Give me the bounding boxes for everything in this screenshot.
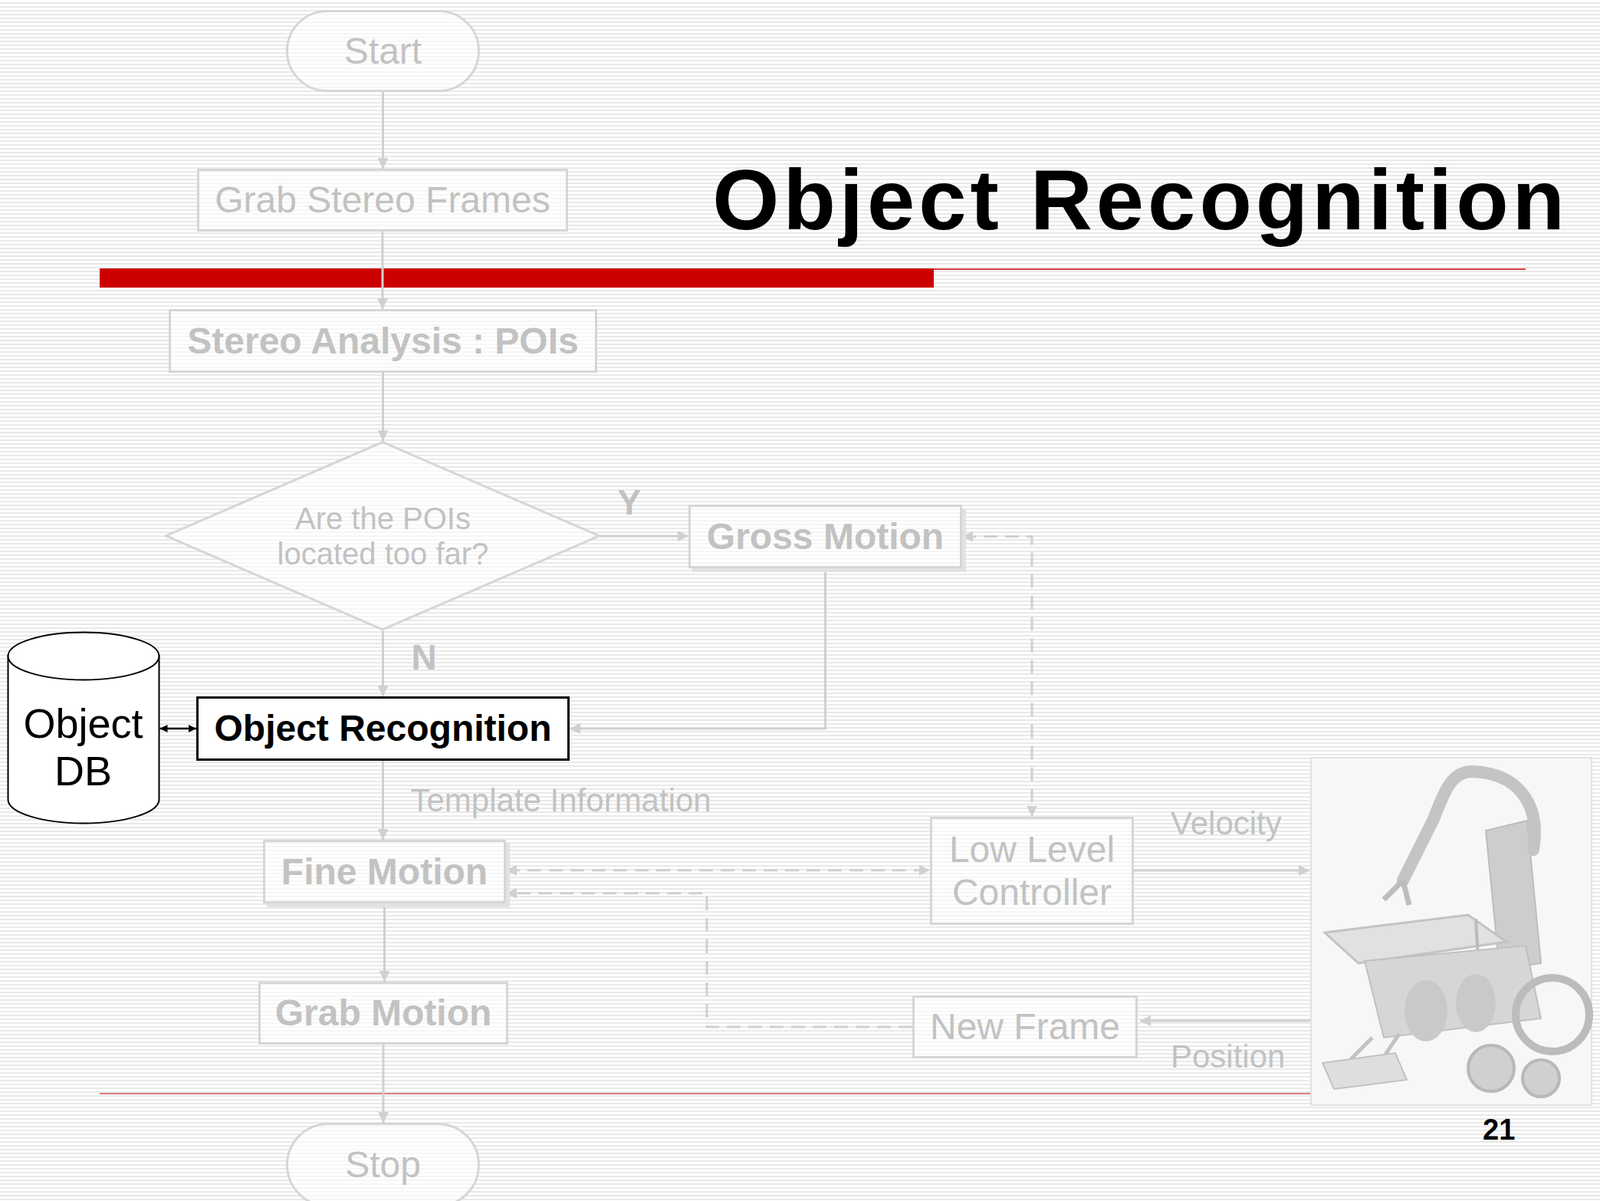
edge-label: Y bbox=[617, 482, 642, 523]
dashed-connector bbox=[505, 868, 930, 871]
flow-arrow bbox=[381, 1044, 385, 1123]
process-box: Grab Motion bbox=[258, 981, 510, 1045]
node-text: Stereo Analysis : POIs bbox=[187, 319, 579, 362]
node-text: Are the POIs located too far? bbox=[267, 500, 498, 572]
signal-arrow bbox=[1140, 1019, 1311, 1022]
title-rule bbox=[933, 268, 1526, 270]
dashed-connector bbox=[962, 536, 1032, 818]
flow-arrow bbox=[381, 231, 385, 309]
terminal-pill: Stop bbox=[285, 1122, 480, 1201]
robot-wheelchair-photo bbox=[1310, 757, 1592, 1105]
signal-label: Velocity bbox=[1170, 804, 1282, 842]
signal-arrow bbox=[1133, 869, 1310, 872]
node-text: New Frame bbox=[929, 1005, 1121, 1048]
terminal-pill: Start bbox=[285, 9, 480, 92]
signal-label: Position bbox=[1170, 1038, 1285, 1075]
dashed-connector bbox=[505, 893, 913, 1027]
process-box: Fine Motion bbox=[262, 839, 506, 904]
process-box: Stereo Analysis : POIs bbox=[168, 308, 598, 373]
edge-label: N bbox=[410, 637, 437, 678]
flow-arrow bbox=[383, 903, 386, 982]
node-text: Object DB bbox=[18, 699, 149, 795]
node-text: Gross Motion bbox=[706, 515, 944, 558]
flow-arrow bbox=[160, 727, 198, 730]
diamond-shape bbox=[166, 442, 600, 630]
flow-arrow bbox=[381, 372, 385, 441]
database-cylinder: Object DB bbox=[6, 630, 161, 825]
decision-diamond: Are the POIs located too far? bbox=[164, 440, 601, 631]
title-rule bbox=[99, 268, 934, 288]
flow-arrow bbox=[569, 568, 826, 729]
node-text: Object Recognition bbox=[213, 706, 552, 750]
cylinder-top bbox=[7, 632, 159, 681]
node-text: Start bbox=[344, 29, 422, 73]
node-text: Low Level Controller bbox=[946, 827, 1118, 913]
flow-arrow bbox=[381, 760, 385, 840]
node-text: Grab Motion bbox=[275, 991, 493, 1034]
edge-label: Template Information bbox=[410, 781, 712, 819]
process-box: New Frame bbox=[912, 995, 1138, 1058]
flow-arrow bbox=[601, 534, 689, 537]
flow-arrow bbox=[381, 630, 385, 697]
flow-arrow bbox=[381, 91, 385, 169]
process-box: Gross Motion bbox=[688, 504, 963, 569]
process-box: Grab Stereo Frames bbox=[197, 168, 569, 232]
page-number: 21 bbox=[1482, 1113, 1515, 1147]
footer-rule bbox=[99, 1092, 1311, 1095]
node-text: Fine Motion bbox=[281, 850, 488, 893]
process-box: Object Recognition bbox=[196, 696, 570, 761]
process-box: Low Level Controller bbox=[929, 816, 1134, 925]
node-text: Grab Stereo Frames bbox=[214, 178, 550, 221]
slide-title: Object Recognition bbox=[712, 157, 1569, 244]
diamond-outline bbox=[164, 440, 601, 631]
node-text: Stop bbox=[344, 1143, 421, 1186]
